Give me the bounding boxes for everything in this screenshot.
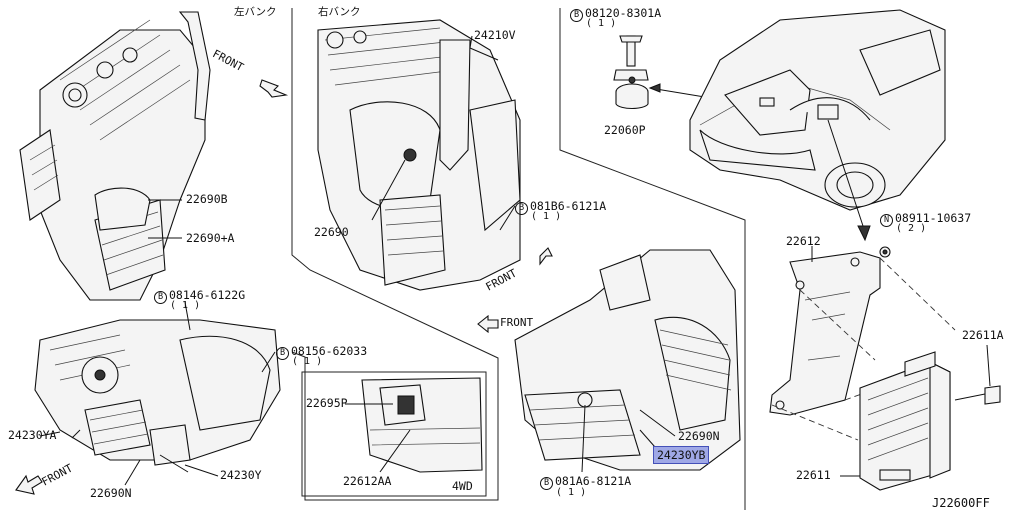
- callout-22690N-left: 22690N: [90, 486, 132, 500]
- left-bank-header: 左バンク: [234, 6, 277, 18]
- callout-22060P: 22060P: [604, 123, 646, 137]
- right-bank-engine: [317, 19, 521, 291]
- callout-22612AA: 22612AA: [343, 474, 392, 488]
- 4wd-detail-engine: [345, 377, 483, 473]
- nut-ref-marker: N: [880, 214, 893, 227]
- knock-sensor-assembly: [613, 35, 736, 110]
- bolt-ref-marker: B: [515, 202, 528, 215]
- ecu-bracket-assembly: [769, 246, 956, 441]
- callout-22690N-right: 22690N: [678, 429, 720, 443]
- bolt-ref-marker: B: [540, 477, 553, 490]
- bolt-ref-marker: B: [570, 9, 583, 22]
- panel-border-top-right: [559, 8, 746, 510]
- panel-border-center: [291, 8, 499, 501]
- callout-22690B: 22690B: [186, 192, 228, 206]
- qty-08146: ( 1 ): [170, 300, 201, 311]
- leader-lines: [39, 35, 516, 477]
- highlighted-part-number: 24230YB: [653, 446, 710, 464]
- vehicle-outline: [689, 9, 946, 242]
- center-bottom-engine: [514, 249, 741, 473]
- qty-08911: ( 2 ): [896, 223, 927, 234]
- ecu-unit: [811, 246, 1001, 491]
- callout-22690: 22690: [314, 225, 349, 239]
- front-arrows: [15, 79, 553, 495]
- left-bank-engine: [19, 11, 211, 301]
- bolt-ref-marker: B: [276, 347, 289, 360]
- right-bank-header: 右バンク: [318, 6, 361, 18]
- callout-22690A: 22690+A: [186, 231, 235, 245]
- qty-08156: ( 1 ): [292, 356, 323, 367]
- callout-22611A: 22611A: [962, 328, 1004, 342]
- bolt-ref-marker: B: [154, 291, 167, 304]
- callout-22612: 22612: [786, 234, 821, 248]
- qty-081A6: ( 1 ): [556, 487, 587, 498]
- lower-left-engine: [34, 319, 281, 486]
- callout-24230YA: 24230YA: [8, 428, 57, 442]
- callout-22695P: 22695P: [306, 396, 348, 410]
- qty-081B6: ( 1 ): [531, 211, 562, 222]
- qty-08120: ( 1 ): [586, 18, 617, 29]
- variant-4wd-label: 4WD: [452, 479, 473, 493]
- front-label-3: FRONT: [500, 316, 534, 329]
- callout-24230YB-highlighted: 24230YB: [653, 446, 710, 464]
- callout-24210V: 24210V: [474, 28, 516, 42]
- callout-24230Y: 24230Y: [220, 468, 262, 482]
- diagram-code: J22600FF: [932, 496, 990, 510]
- callout-22611: 22611: [796, 468, 831, 482]
- panel-4wd-box: [301, 371, 487, 497]
